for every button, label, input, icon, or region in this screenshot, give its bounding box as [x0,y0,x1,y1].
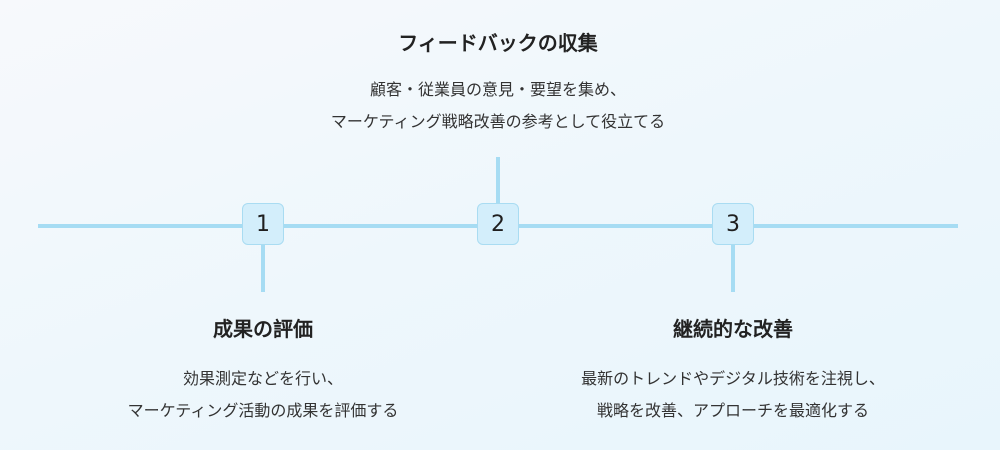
step-3-desc-line: 戦略を改善、アプローチを最適化する [596,401,869,420]
step-3-description: 最新のトレンドやデジタル技術を注視し、 戦略を改善、アプローチを最適化する [503,363,963,427]
step-3-connector [731,245,735,292]
step-1-number-badge: 1 [242,203,284,245]
step-2-number-badge: 2 [477,203,519,245]
step-2-desc-line: マーケティング戦略改善の参考として役立てる [330,112,666,131]
step-2-desc-line: 顧客・従業員の意見・要望を集め、 [369,80,626,99]
step-3-desc-line: 最新のトレンドやデジタル技術を注視し、 [581,369,885,388]
step-2-title: フィードバックの収集 [398,31,598,55]
step-1-desc-line: 効果測定などを行い、 [182,369,343,388]
step-1-title: 成果の評価 [213,317,313,341]
step-1-desc-line: マーケティング活動の成果を評価する [127,401,399,420]
step-2-connector [496,157,500,203]
step-3-title: 継続的な改善 [673,317,793,341]
step-1-description: 効果測定などを行い、 マーケティング活動の成果を評価する [33,363,493,427]
step-2-description: 顧客・従業員の意見・要望を集め、 マーケティング戦略改善の参考として役立てる [268,74,728,138]
step-3-number-badge: 3 [712,203,754,245]
step-1-connector [261,245,265,292]
